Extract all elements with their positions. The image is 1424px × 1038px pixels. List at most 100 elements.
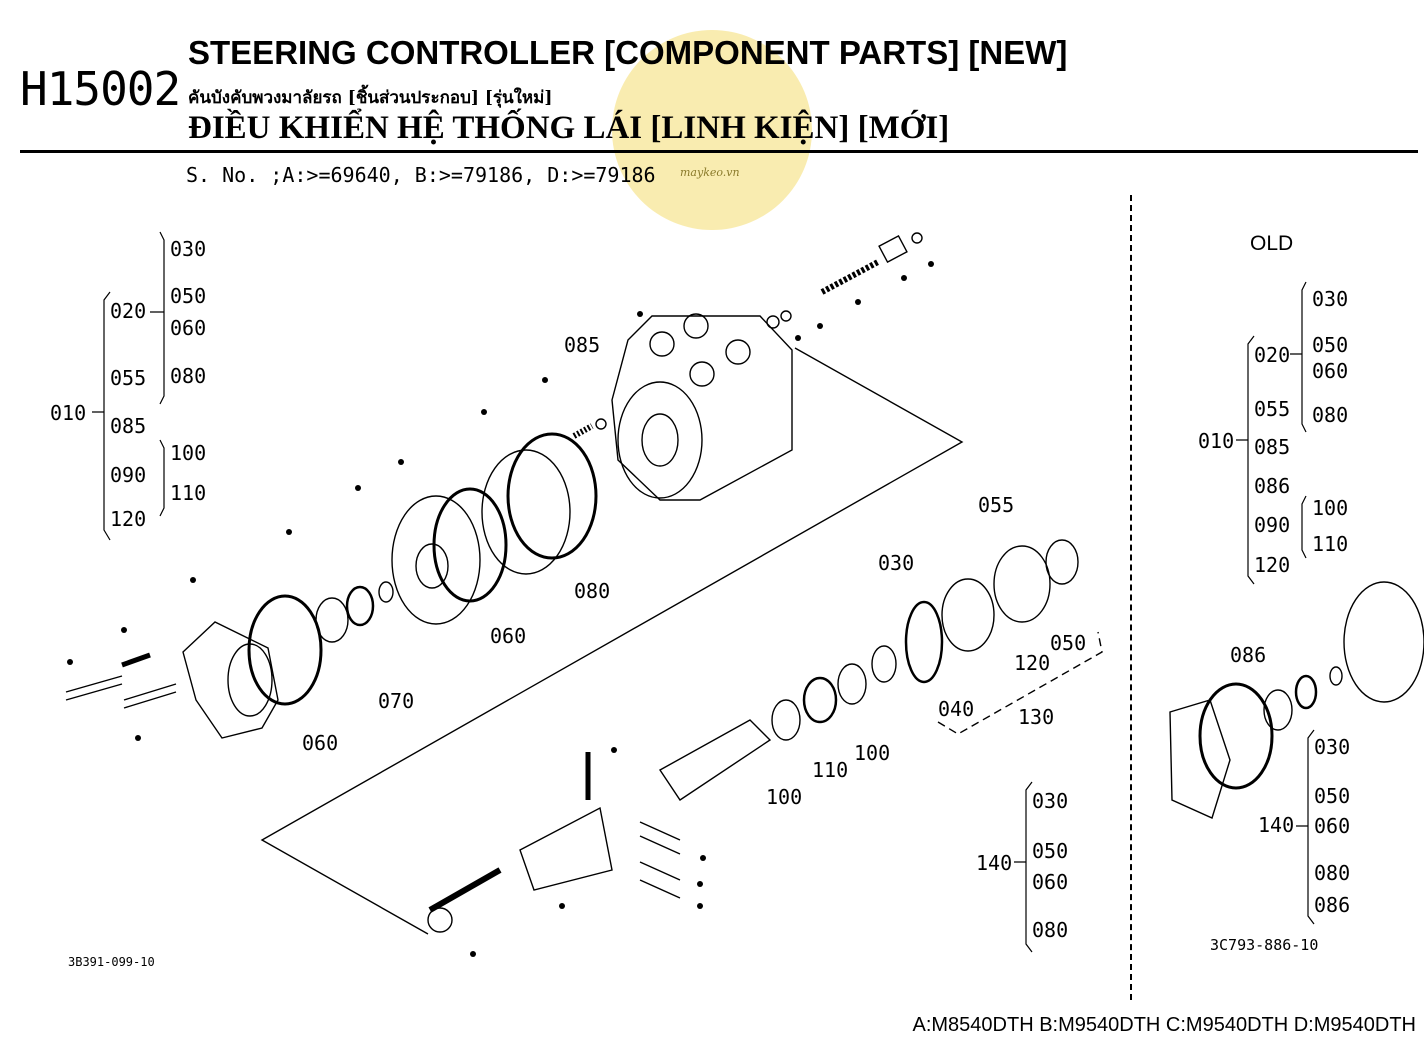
old-ring-086: [1263, 689, 1293, 731]
label-080-oring: 080: [574, 579, 610, 603]
old-label-090: 090: [1254, 513, 1290, 537]
distributor-plate: [481, 449, 571, 575]
drive-shaft: [428, 867, 502, 913]
old-label-140-050: 050: [1314, 784, 1350, 808]
ring-040: [871, 645, 897, 683]
drawing-reference-old: 3C793-886-10: [1210, 936, 1319, 954]
label-100: 100: [170, 441, 206, 465]
old-label-100: 100: [1312, 496, 1348, 520]
old-section-label: OLD: [1250, 232, 1294, 255]
check-valve-spring: [572, 423, 594, 439]
watermark-badge: [612, 30, 812, 230]
assembly-outline: [260, 347, 964, 935]
o-ring-060-a: [247, 594, 323, 706]
end-cover: [182, 621, 279, 739]
label-140-050: 050: [1032, 839, 1068, 863]
label-060-oring-a: 060: [302, 731, 338, 755]
drawing-reference-new: 3B391-099-10: [68, 955, 155, 969]
title-vietnamese: ĐIỀU KHIỂN HỆ THỐNG LÁI [LINH KIỆN] [MỚI…: [188, 110, 950, 146]
spool: [658, 719, 772, 801]
gerotor-set: [391, 495, 481, 625]
old-label-110: 110: [1312, 532, 1348, 556]
old-label-060: 060: [1312, 359, 1348, 383]
title-thai: คันบังคับพวงมาลัยรถ [ชิ้นส่วนประกอบ] [รุ…: [188, 88, 553, 108]
old-o-ring: [1198, 682, 1274, 790]
label-040: 040: [938, 697, 974, 721]
label-055: 055: [110, 366, 146, 390]
bearing-race-100-b: [771, 699, 801, 741]
serial-number-range: S. No. ;A:>=69640, B:>=79186, D:>=79186: [186, 163, 656, 187]
drive-shaft-end: [427, 907, 453, 933]
bearing-race-100-a: [837, 663, 867, 705]
pin: [121, 652, 151, 668]
label-130: 130: [1018, 705, 1054, 729]
old-label-140-060: 060: [1314, 814, 1350, 838]
old-small-ring: [1294, 674, 1318, 710]
old-label-086-ring: 086: [1230, 643, 1266, 667]
old-label-140-030: 030: [1314, 735, 1350, 759]
old-label-140-086: 086: [1314, 893, 1350, 917]
callout-stack-140: 140 030 050 060 080: [976, 781, 1068, 953]
label-140-080: 080: [1032, 918, 1068, 942]
old-label-020: 020: [1254, 343, 1290, 367]
old-label-050: 050: [1312, 333, 1348, 357]
label-055-seal: 055: [978, 493, 1014, 517]
label-120: 120: [110, 507, 146, 531]
old-label-140-080: 080: [1314, 861, 1350, 885]
plate-ring: [315, 597, 349, 643]
old-label-030: 030: [1312, 287, 1348, 311]
old-label-085: 085: [1254, 435, 1290, 459]
old-end-cover: [1169, 699, 1231, 819]
label-050: 050: [170, 284, 206, 308]
label-080: 080: [170, 364, 206, 388]
valve-housing: [611, 315, 793, 501]
old-label-086: 086: [1254, 474, 1290, 498]
port-3: [725, 339, 751, 365]
port-4: [689, 361, 715, 387]
port-1: [649, 331, 675, 357]
label-100-race-a: 100: [854, 741, 890, 765]
sleeve: [519, 806, 613, 891]
label-110: 110: [170, 481, 206, 505]
port-2: [683, 313, 709, 339]
old-callout-stack: 010 020 055 085 086 090 120 030 050 060 …: [1198, 281, 1350, 925]
old-washer: [1329, 666, 1343, 686]
o-ring-060-b: [432, 487, 508, 603]
label-030-oring: 030: [878, 551, 914, 575]
thrust-bearing-110: [802, 676, 838, 724]
label-060-oring-b: 060: [490, 624, 526, 648]
old-label-120: 120: [1254, 553, 1290, 577]
old-label-140: 140: [1258, 813, 1294, 837]
part-group-code: H15002: [20, 62, 181, 116]
old-section-divider: [1130, 195, 1132, 1000]
header-rule: [20, 150, 1418, 153]
old-label-055: 055: [1254, 397, 1290, 421]
title-english: STEERING CONTROLLER [COMPONENT PARTS] [N…: [188, 34, 1068, 71]
check-ball: [595, 418, 607, 430]
old-gerotor: [1343, 581, 1424, 703]
gerotor-spline: [415, 543, 449, 589]
label-050-ring: 050: [1050, 631, 1086, 655]
seat-1: [766, 315, 780, 329]
o-ring-070: [345, 585, 375, 627]
label-010: 010: [50, 401, 86, 425]
ring-050: [1045, 539, 1079, 585]
label-085-check: 085: [564, 333, 600, 357]
seat-2: [780, 310, 792, 322]
label-090: 090: [110, 463, 146, 487]
left-callout-stack: 010 020 055 085 090 120 030 050 060 080 …: [50, 231, 206, 541]
bolt-left: [65, 675, 123, 701]
label-020: 020: [110, 299, 146, 323]
model-applicability-footer: A:M8540DTH B:M9540DTH C:M9540DTH D:M9540…: [912, 1014, 1417, 1036]
leader-dots: [67, 261, 934, 957]
o-ring-080: [506, 432, 598, 560]
bolt-mid: [123, 683, 177, 709]
housing-bore-inner: [641, 413, 679, 467]
label-140: 140: [976, 851, 1012, 875]
label-085: 085: [110, 414, 146, 438]
relief-ball: [911, 232, 923, 244]
housing-bore: [617, 381, 703, 499]
watermark-text: maykeo.vn: [680, 166, 740, 179]
seal-120: [941, 578, 995, 652]
